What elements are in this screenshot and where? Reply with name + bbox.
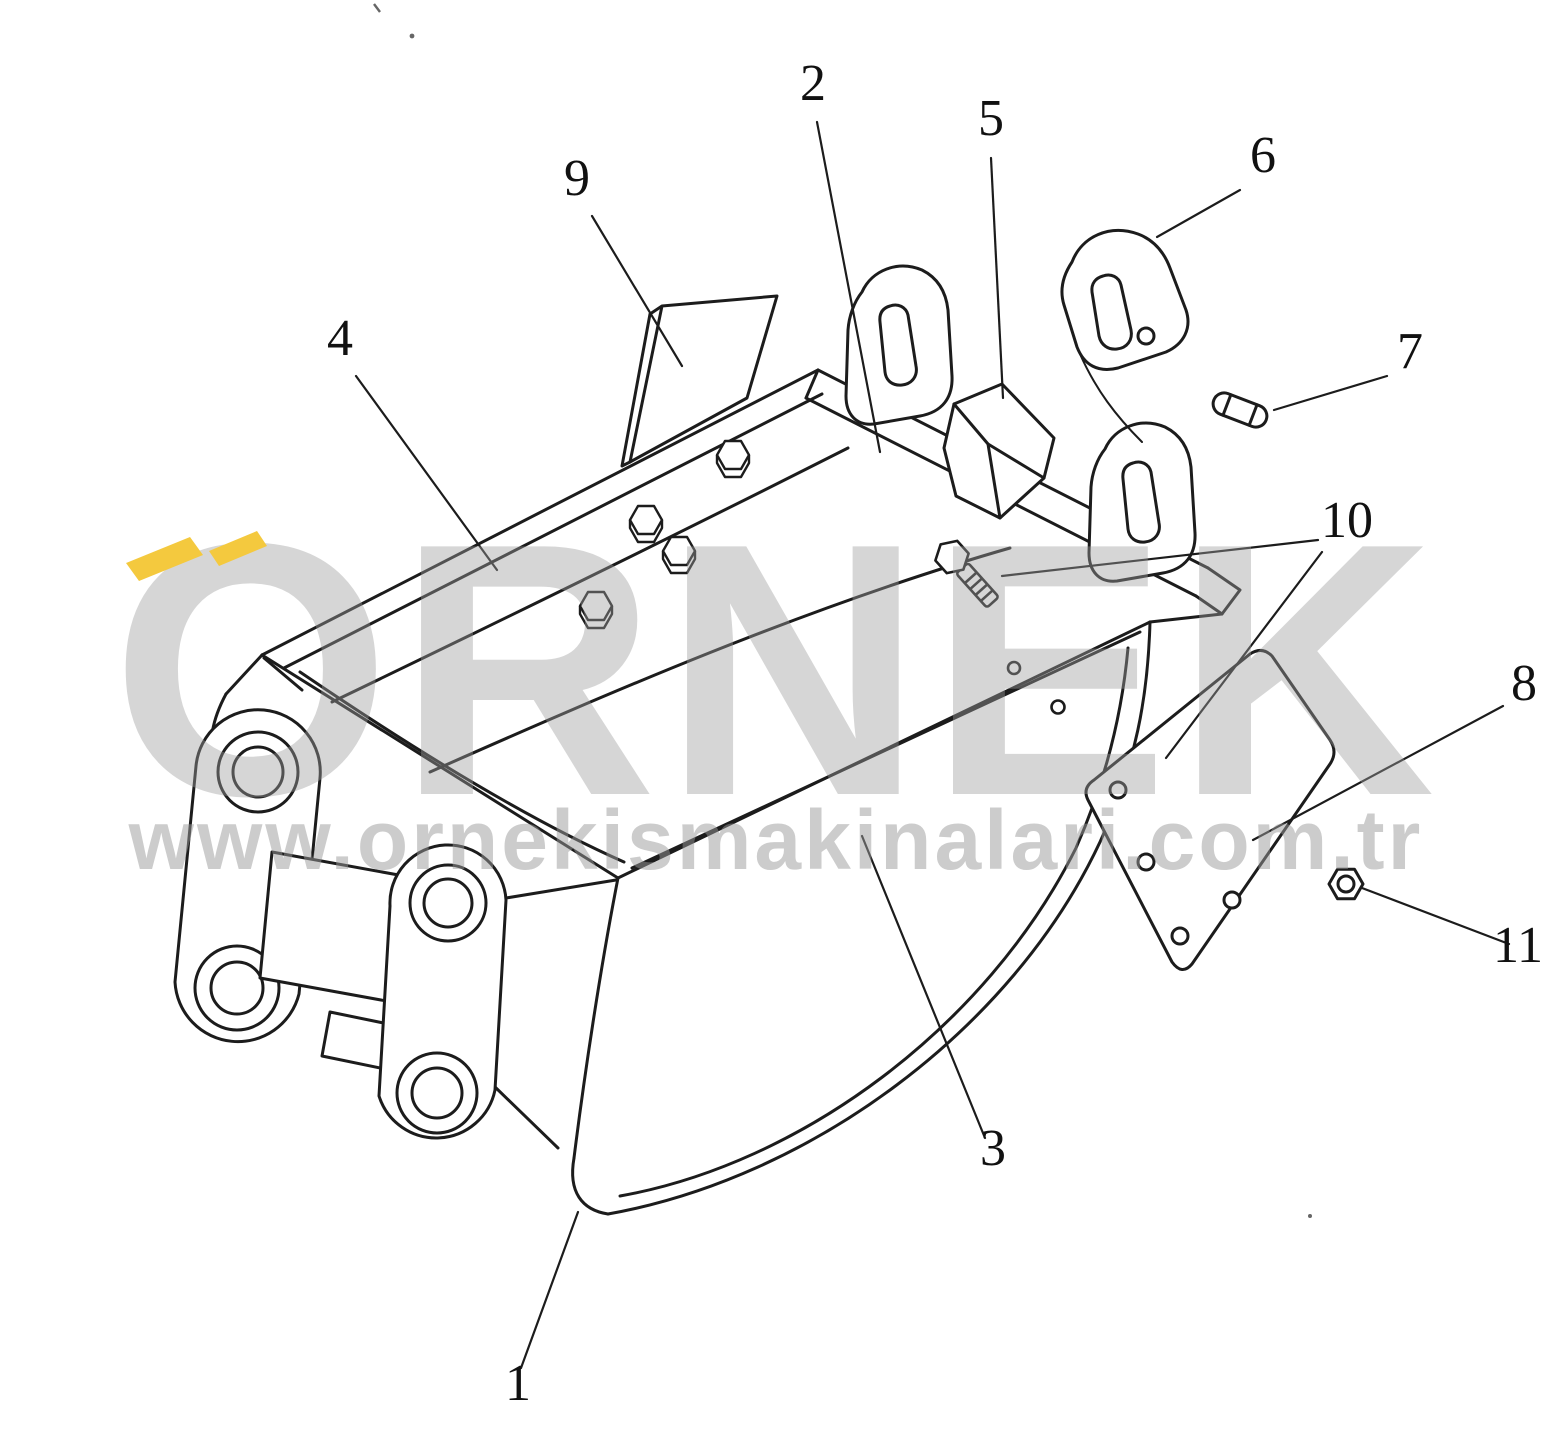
pin-bore-hole — [410, 1066, 464, 1120]
callout-4: 4 — [327, 310, 353, 367]
leader-3 — [860, 834, 987, 1140]
tooth-adapter-right — [1087, 421, 1197, 583]
side-plate — [620, 294, 779, 468]
tooth-pin — [1211, 391, 1269, 429]
leader-lines — [354, 120, 1511, 1370]
callout-9: 9 — [564, 150, 590, 207]
callout-11: 11 — [1493, 917, 1543, 974]
leader-6 — [1155, 188, 1242, 239]
assembly-guide-line — [1079, 353, 1143, 443]
callout-2: 2 — [800, 55, 826, 112]
callout-8: 8 — [1511, 655, 1537, 712]
hinge-bracket-assembly — [173, 708, 508, 1140]
leader-7 — [1272, 374, 1389, 412]
leader-9 — [590, 214, 684, 368]
adapter-slot — [1121, 460, 1161, 544]
shell-bolt-hole — [1006, 660, 1022, 676]
pin-bore-hole — [422, 877, 474, 929]
callout-3: 3 — [980, 1120, 1006, 1177]
pin-bore-hole — [209, 960, 265, 1016]
bucket-tooth-center — [942, 382, 1056, 520]
tooth-adapter-left — [844, 264, 954, 426]
top-plate-bolts — [578, 439, 751, 630]
leader-1 — [519, 1210, 580, 1370]
callout-1: 1 — [505, 1355, 531, 1412]
spare-tooth — [1060, 229, 1190, 371]
leader-10a — [1000, 538, 1320, 578]
leader-10b — [1164, 550, 1324, 760]
callout-6: 6 — [1250, 127, 1276, 184]
tooth-slot — [1090, 273, 1133, 351]
leader-2 — [815, 120, 882, 454]
mounting-bolt — [934, 539, 999, 608]
pin-bore-hole — [231, 745, 285, 799]
plate-hole — [1222, 890, 1242, 910]
plate-hole — [1170, 926, 1190, 946]
scan-artifacts — [373, 3, 1312, 1218]
adapter-slot — [878, 303, 918, 387]
shell-bolt-hole — [1050, 699, 1066, 715]
leader-4 — [354, 374, 499, 572]
leader-5 — [989, 156, 1005, 400]
callout-7: 7 — [1397, 323, 1423, 380]
bucket-body — [209, 368, 1242, 1216]
side-cutter-plate — [1084, 649, 1336, 971]
tooth-pin-hole — [1136, 326, 1156, 346]
leader-11 — [1360, 886, 1511, 946]
callout-5: 5 — [978, 90, 1004, 147]
plate-hole — [1136, 852, 1156, 872]
plate-hole — [1108, 780, 1128, 800]
callout-10: 10 — [1321, 492, 1373, 549]
hex-nut — [1327, 867, 1365, 901]
leader-8 — [1251, 704, 1505, 842]
